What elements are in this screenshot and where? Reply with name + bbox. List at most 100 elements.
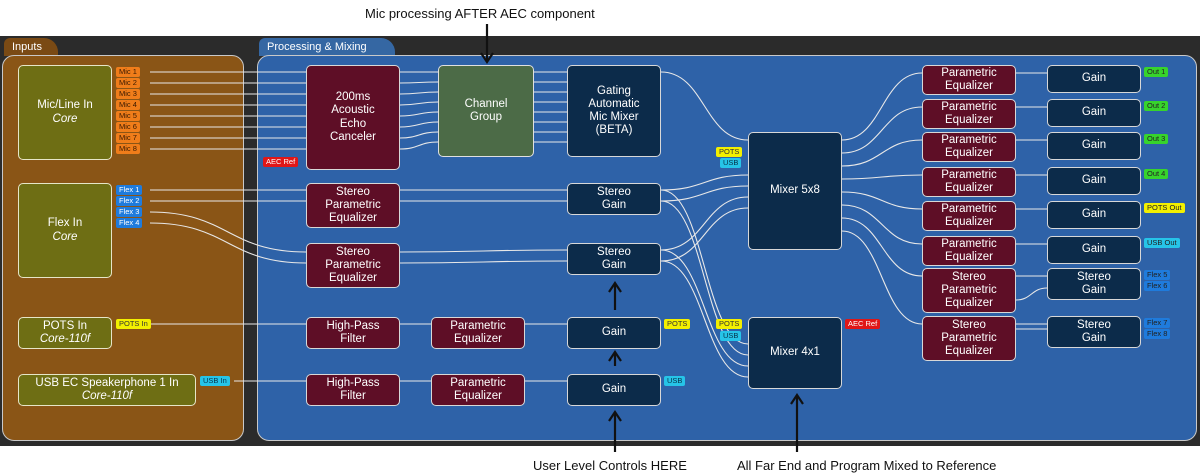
output-gain[interactable]: Gain (1047, 132, 1141, 160)
mic-channel-tag: Mic 3 (116, 89, 140, 99)
stereo-gain-2[interactable]: Stereo Gain (567, 243, 661, 275)
mixer-4x1[interactable]: Mixer 4x1 (748, 317, 842, 389)
output-eq[interactable]: Parametric Equalizer (922, 65, 1016, 95)
output-eq[interactable]: Stereo Parametric Equalizer (922, 268, 1016, 313)
output-tag: Flex 6 (1144, 281, 1171, 291)
mic-channel-tag: Mic 4 (116, 100, 140, 110)
flex-in-title: Flex In (47, 217, 83, 230)
output-gain[interactable]: Gain (1047, 236, 1141, 264)
processing-tab[interactable]: Processing & Mixing (259, 38, 395, 56)
output-eq[interactable]: Stereo Parametric Equalizer (922, 316, 1016, 361)
mixer41-usb-tag: USB (720, 331, 742, 341)
output-eq[interactable]: Parametric Equalizer (922, 99, 1016, 129)
output-tag: POTS Out (1144, 203, 1185, 213)
wire (149, 222, 307, 264)
wire (660, 249, 749, 367)
wire (399, 111, 439, 117)
usb-in-tag: USB In (200, 376, 230, 386)
output-eq[interactable]: Parametric Equalizer (922, 236, 1016, 266)
hpf-pots[interactable]: High-Pass Filter (306, 317, 400, 349)
annotation-user-level: User Level Controls HERE (533, 458, 687, 473)
gain-pots[interactable]: Gain (567, 317, 661, 349)
output-tag: Out 4 (1144, 169, 1169, 179)
mic-channel-tag: Mic 6 (116, 122, 140, 132)
wire (841, 174, 923, 180)
wire (841, 217, 923, 277)
mixer-5x8[interactable]: Mixer 5x8 (748, 132, 842, 250)
gain-usb-tag: USB (664, 376, 686, 386)
output-tag: Out 3 (1144, 134, 1169, 144)
wire (660, 260, 749, 378)
wire (399, 260, 568, 264)
flex-channel-tag: Flex 3 (116, 207, 143, 217)
stereo-peq-1[interactable]: Stereo Parametric Equalizer (306, 183, 400, 228)
flex-channel-tag: Flex 4 (116, 218, 143, 228)
stereo-gain-1[interactable]: Stereo Gain (567, 183, 661, 215)
output-tag: Out 1 (1144, 67, 1169, 77)
wire (399, 81, 439, 84)
mic-channel-tag: Mic 2 (116, 78, 140, 88)
flex-channel-tag: Flex 2 (116, 196, 143, 206)
wire (399, 91, 439, 95)
wire (399, 101, 439, 106)
processing-panel (257, 55, 1197, 441)
pots-in-title: POTS In (42, 319, 88, 332)
mic-channel-tag: Mic 7 (116, 133, 140, 143)
flex-in-core: Core (52, 230, 78, 243)
output-gain[interactable]: Stereo Gain (1047, 316, 1141, 348)
output-gain[interactable]: Gain (1047, 167, 1141, 195)
mic-channel-tag: Mic 1 (116, 67, 140, 77)
annotation-arrowhead (608, 350, 622, 362)
stereo-peq-2[interactable]: Stereo Parametric Equalizer (306, 243, 400, 288)
wire (841, 139, 923, 167)
annotation-arrowhead (480, 52, 494, 64)
wire (1015, 287, 1048, 301)
output-eq[interactable]: Parametric Equalizer (922, 132, 1016, 162)
wire (149, 211, 307, 253)
output-gain[interactable]: Gain (1047, 99, 1141, 127)
hpf-usb[interactable]: High-Pass Filter (306, 374, 400, 406)
pots-in-core: Core-110f (39, 333, 91, 345)
mixer41-pots-tag: POTS (716, 319, 743, 329)
mic-channel-tag: Mic 5 (116, 111, 140, 121)
automixer-block[interactable]: Gating Automatic Mic Mixer (BETA) (567, 65, 661, 157)
output-tag: Flex 5 (1144, 270, 1171, 280)
usb-in-core: Core-110f (81, 390, 133, 402)
aec-block[interactable]: 200ms Acoustic Echo Canceler (306, 65, 400, 170)
wire (660, 174, 749, 191)
pots-in-tag: POTS In (116, 319, 151, 329)
wire (399, 121, 439, 128)
wire (841, 230, 923, 325)
output-eq[interactable]: Parametric Equalizer (922, 201, 1016, 231)
peq-usb[interactable]: Parametric Equalizer (431, 374, 525, 406)
output-gain[interactable]: Gain (1047, 201, 1141, 229)
output-gain[interactable]: Gain (1047, 65, 1141, 93)
output-tag: Flex 7 (1144, 318, 1171, 328)
annotation-arrowhead (608, 410, 622, 422)
output-tag: Flex 8 (1144, 329, 1171, 339)
annotation-arrowhead (790, 393, 804, 405)
usb-in-title: USB EC Speakerphone 1 In (35, 376, 179, 389)
inputs-tab[interactable]: Inputs (4, 38, 58, 56)
wire (660, 200, 749, 356)
output-eq[interactable]: Parametric Equalizer (922, 167, 1016, 197)
wire (841, 204, 923, 245)
annotation-arrowhead (608, 281, 622, 293)
wire (841, 191, 923, 210)
annotation-far-end: All Far End and Program Mixed to Referen… (737, 458, 997, 473)
output-gain[interactable]: Stereo Gain (1047, 268, 1141, 300)
channel-group-block[interactable]: Channel Group (438, 65, 534, 157)
mixer58-pots-tag: POTS (716, 147, 743, 157)
peq-pots[interactable]: Parametric Equalizer (431, 317, 525, 349)
mixer41-aec-ref-tag: AEC Ref (845, 319, 881, 329)
wire (399, 249, 568, 253)
wire (660, 71, 749, 141)
gain-usb[interactable]: Gain (567, 374, 661, 406)
mic-channel-tag: Mic 8 (116, 144, 140, 154)
wire (841, 106, 923, 154)
